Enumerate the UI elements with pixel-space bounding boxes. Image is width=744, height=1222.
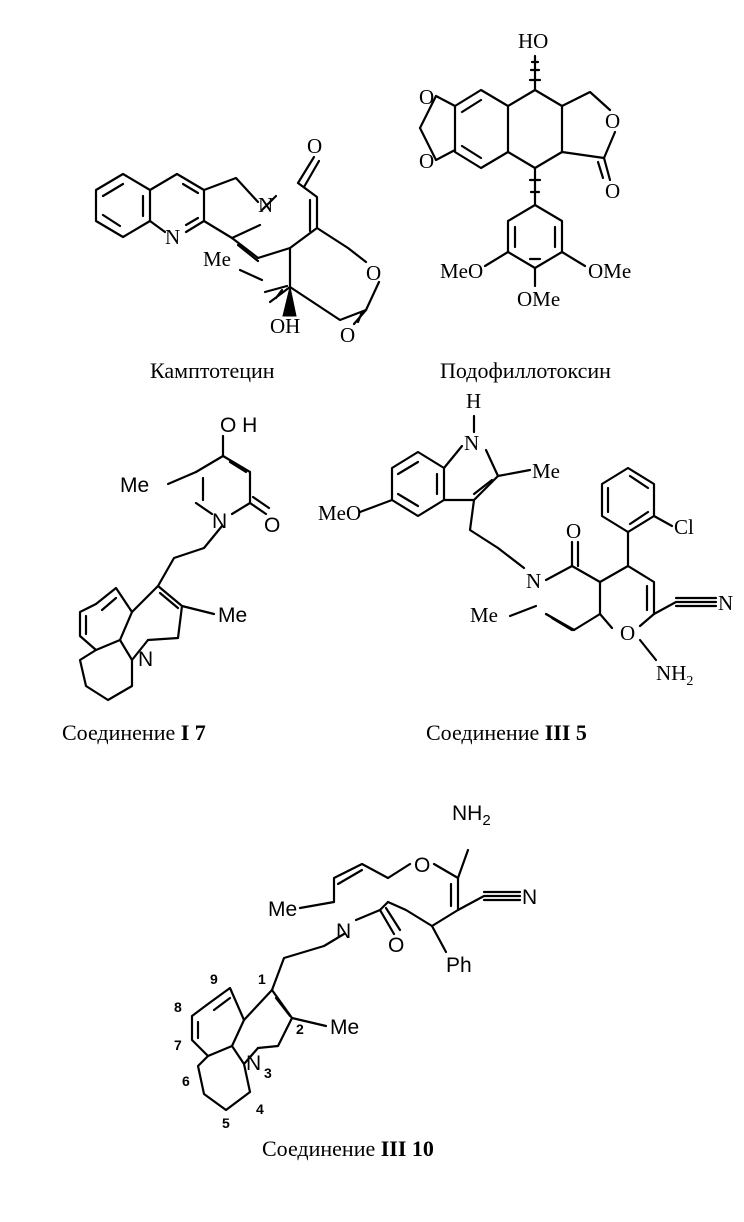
podophyllotoxin-caption: Подофиллотоксин [440,358,611,383]
camptothecin-atom-me: Me [203,247,231,271]
compound-iii10-atom-n-indole: N [246,1052,261,1075]
camptothecin-atom-o-carbonyl: O [307,134,322,158]
camptothecin-caption: Камптотецин [150,358,275,383]
camptothecin-structure [94,155,381,326]
camptothecin-atom-n2: N [258,193,273,217]
compound-iii5-atom-n-indole: N [464,431,479,455]
compound-i7-atom-n-ring: N [212,510,227,533]
compound-iii5-atom-o-carbonyl: O [566,519,581,543]
compound-iii10-atom-me-indole: Me [330,1016,359,1039]
compound-iii10-locant-6: 6 [182,1073,190,1089]
compound-iii10-locant-7: 7 [174,1037,182,1053]
compound-iii10-locant-9: 9 [210,971,218,987]
camptothecin-atom-n1: N [165,225,180,249]
compound-iii10-caption: Соединение III 10 [262,1136,434,1161]
podophyllotoxin-atom-meo: MeO [440,259,483,283]
camptothecin-pyridone-ring [230,181,319,260]
podophyllotoxin-atom-o-ring: O [605,109,620,133]
compound-iii10-atom-n-ring: N [336,920,351,943]
compound-i7-structure [78,434,271,702]
compound-iii5-atom-h: H [466,389,481,413]
compound-iii10-atom-o-carbonyl: O [388,934,404,957]
compound-iii10-locant-8: 8 [174,999,182,1015]
compound-i7-indole [130,584,184,642]
compound-iii10-atom-ph: Ph [446,954,472,977]
compound-iii5-atom-me-indole: Me [532,459,560,483]
compound-i7-pyridone-ring [194,454,252,516]
podophyllotoxin-atom-ome-right: OMe [588,259,631,283]
compound-iii10-atom-o-ring: O [414,854,430,877]
camptothecin-pyrrole-ring [202,176,262,240]
compound-i7-atom-oh: O H [220,414,257,437]
compound-iii5-atom-meo: MeO [318,501,361,525]
podophyllotoxin-atom-o1: O [419,85,434,109]
compound-i7-atom-me-ring: Me [120,474,149,497]
compound-iii5-atom-nh2: NH2 [656,661,693,689]
compound-iii5-atom-cl: Cl [674,515,694,539]
compound-i7-atom-me-indole: Me [218,604,247,627]
compound-i7-atom-o-carbonyl: O [264,514,280,537]
compound-iii10-atom-me-ring: Me [268,898,297,921]
compound-iii5-atom-o-ring: O [620,621,635,645]
compound-iii10-indole [242,988,294,1050]
compound-iii10-atom-n-nitrile: N [522,886,537,909]
podophyllotoxin-atom-ho: HO [518,29,548,53]
compound-iii5-atom-n-ring: N [526,569,541,593]
compound-iii10-locant-4: 4 [256,1101,264,1117]
compound-iii5-structure [358,414,718,662]
podophyllotoxin-atom-ome-bottom: OMe [517,287,560,311]
compound-iii10-structure [190,848,522,1112]
compound-i7-caption: Соединение I 7 [62,720,206,745]
compound-iii10-atom-nh2: NH2 [452,802,491,829]
compound-iii5-caption: Соединение III 5 [426,720,587,745]
podophyllotoxin-atom-o-carbonyl: O [605,179,620,203]
camptothecin-pyridine-ring [148,172,206,234]
compound-iii10-locant-3: 3 [264,1065,272,1081]
compound-iii10-locant-1: 1 [258,971,266,987]
camptothecin-atom-o-ring: O [366,261,381,285]
camptothecin-atom-oh: OH [270,314,300,338]
podophyllotoxin-atom-o2: O [419,149,434,173]
podophyllotoxin-aromatic-ring [453,88,510,170]
compound-i7-atom-n-indole: N [138,648,153,671]
compound-iii5-atom-me-ring: Me [470,603,498,627]
compound-iii10-locant-2: 2 [296,1021,304,1037]
compound-iii5-atom-n-nitrile: N [718,591,733,615]
podophyllotoxin-structure [418,54,617,288]
camptothecin-atom-o-lactone: O [340,323,355,347]
compound-iii10-locant-5: 5 [222,1115,230,1131]
camptothecin-lactone-ring [288,226,381,322]
